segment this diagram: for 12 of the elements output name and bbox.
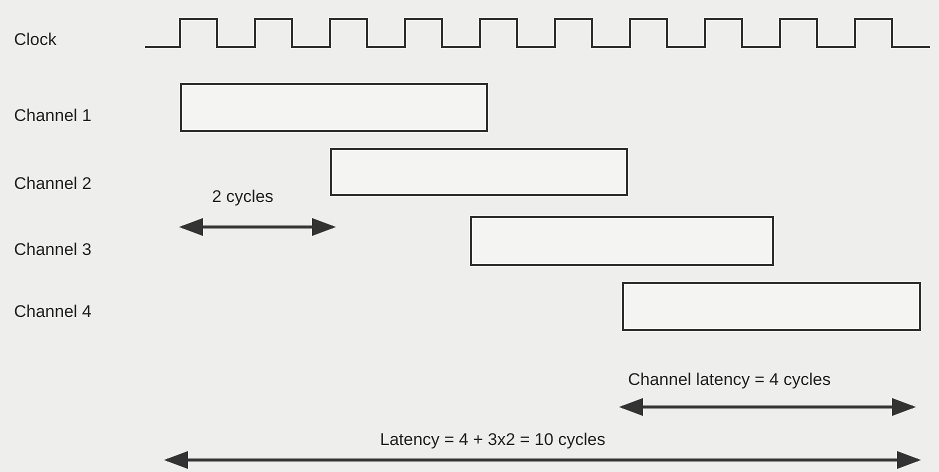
channel-active-bar [180,83,488,132]
dimension-text: Latency = 4 + 3x2 = 10 cycles [380,430,606,450]
dimension-text: Channel latency = 4 cycles [628,370,831,390]
dimension-text: 2 cycles [212,187,274,207]
signal-name: Clock [14,30,57,50]
signal-name: Channel 3 [14,240,92,260]
signal-name: Channel 1 [14,106,92,126]
channel-active-bar [330,148,628,196]
channel-active-bar [622,282,921,331]
signal-name: Channel 4 [14,302,92,322]
signal-name: Channel 2 [14,174,92,194]
channel-active-bar [470,216,774,266]
